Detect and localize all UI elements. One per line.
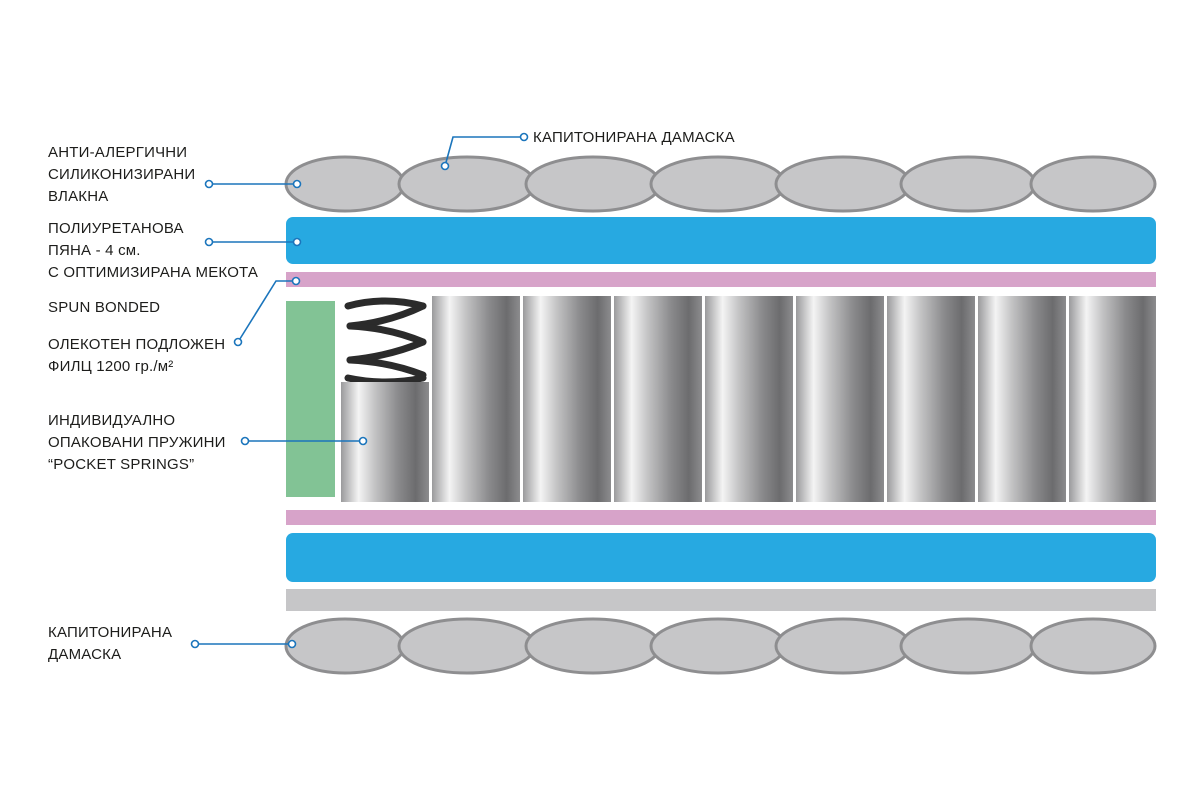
pocket-spring — [341, 382, 429, 502]
damask-puff — [649, 155, 787, 213]
top-damask-layer — [284, 155, 1157, 213]
pocket-spring — [523, 296, 611, 502]
label-fibers: АНТИ-АЛЕРГИЧНИ СИЛИКОНИЗИРАНИ ВЛАКНА — [48, 144, 196, 205]
spring-coil — [344, 297, 427, 386]
label-top-damask: КАПИТОНИРАНА ДАМАСКА — [533, 129, 735, 146]
pocket-spring — [796, 296, 884, 502]
leader-dot — [204, 237, 214, 247]
damask-puff — [649, 617, 787, 675]
damask-puff — [284, 617, 406, 675]
damask-puff — [524, 155, 662, 213]
pocket-spring — [887, 296, 975, 502]
leader-dot — [204, 179, 214, 189]
leader-dot — [240, 436, 250, 446]
foam-layer-top — [286, 217, 1156, 264]
leader-dot — [358, 436, 368, 446]
damask-puff — [397, 155, 537, 213]
label-bottom-damask: КАПИТОНИРАНА ДАМАСКА — [48, 624, 173, 663]
pocket-spring — [1069, 296, 1156, 502]
felt-layer — [286, 301, 335, 497]
leader-dot — [519, 132, 529, 142]
leader-dot — [287, 639, 297, 649]
leader-dot — [440, 161, 450, 171]
leader-dot — [190, 639, 200, 649]
pocket-spring — [432, 296, 520, 502]
label-felt: ОЛЕКОТЕН ПОДЛОЖЕН ФИЛЦ 1200 гр./м² — [48, 336, 226, 375]
spun-bonded-layer-top — [286, 272, 1156, 287]
label-springs: ИНДИВИДУАЛНО ОПАКОВАНИ ПРУЖИНИ “POCKET S… — [48, 412, 226, 473]
damask-puff — [899, 617, 1037, 675]
damask-puff — [1029, 617, 1157, 675]
leader-dot — [292, 237, 302, 247]
leader-dot — [292, 179, 302, 189]
base-layer — [286, 589, 1156, 611]
spun-bonded-layer-bottom — [286, 510, 1156, 525]
damask-puff — [774, 155, 912, 213]
damask-puff — [397, 617, 537, 675]
leader-dot — [233, 337, 243, 347]
damask-puff — [284, 155, 406, 213]
pocket-spring — [614, 296, 702, 502]
leader-felt — [237, 280, 296, 343]
leader-top-damask — [444, 136, 524, 167]
damask-puff — [1029, 155, 1157, 213]
damask-puff — [524, 617, 662, 675]
label-spun-bonded: SPUN BONDED — [48, 299, 161, 316]
pocket-spring — [705, 296, 793, 502]
damask-puff — [899, 155, 1037, 213]
pocket-spring — [978, 296, 1066, 502]
bottom-damask-layer — [284, 617, 1157, 675]
label-foam: ПОЛИУРЕТАНОВА ПЯНА - 4 см. С ОПТИМИЗИРАН… — [48, 220, 259, 281]
damask-puff — [774, 617, 912, 675]
foam-layer-bottom — [286, 533, 1156, 582]
leader-dot — [291, 276, 301, 286]
